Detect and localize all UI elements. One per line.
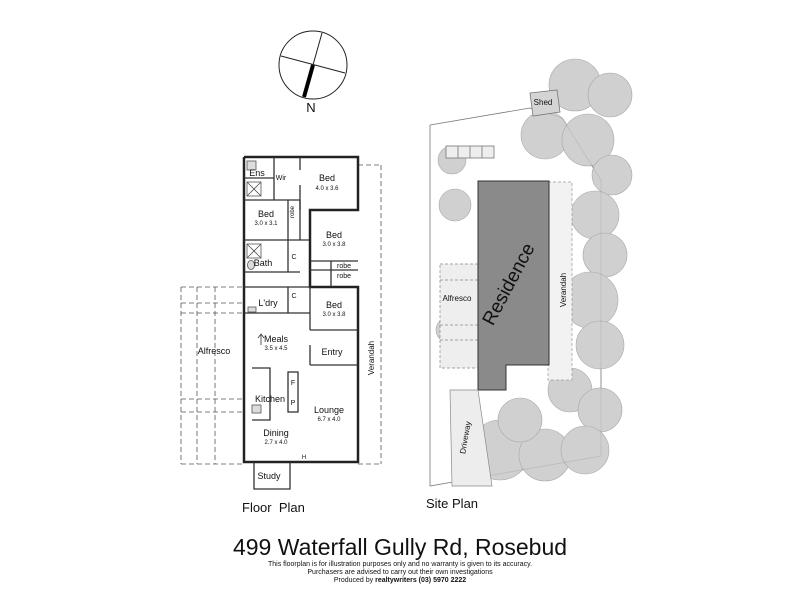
property-address: 499 Waterfall Gully Rd, Rosebud: [232, 534, 568, 560]
room-label-bed: Bed: [326, 230, 342, 240]
room-label-c: C: [291, 293, 296, 300]
room-label-c: C: [291, 254, 296, 261]
site-verandah: [547, 181, 573, 381]
producer-name: realtywriters (03) 5970 2222: [375, 577, 467, 584]
room-label-laundry: L'dry: [258, 298, 278, 308]
room-label-wir: Wir: [276, 175, 287, 182]
room-label-verandah: Verandah: [367, 341, 376, 375]
verandah-outline: [358, 164, 382, 465]
room-label-study: Study: [257, 471, 281, 481]
room-label-fridge: F: [291, 380, 295, 387]
disclaimer-line: Purchasers are advised to carry out thei…: [307, 569, 493, 576]
floor-plan-labels: Ens Wir Bed 4.0 x 3.6 Bed 3.0 x 3.1 robe…: [198, 168, 376, 515]
room-label-dining: Dining: [263, 428, 289, 438]
room-size: 3.0 x 3.8: [322, 312, 346, 318]
site-label-shed: Shed: [534, 98, 553, 107]
room-label-meals: Meals: [264, 334, 289, 344]
room-label-ens: Ens: [249, 168, 265, 178]
site-label-verandah: Verandah: [559, 273, 568, 307]
steps: [445, 145, 495, 159]
trees: [435, 58, 633, 482]
toilet-icon: [247, 260, 255, 270]
room-label-bath: Bath: [254, 258, 273, 268]
producer-credit: Produced by realtywriters (03) 5970 2222: [0, 577, 800, 585]
room-label-kitchen: Kitchen: [255, 394, 285, 404]
room-size: 6.7 x 4.0: [317, 417, 341, 423]
compass-ring: [278, 30, 348, 100]
fixtures: [246, 160, 262, 414]
shed: [529, 89, 561, 117]
disclaimer-line: This floorplan is for illustration purpo…: [267, 561, 533, 568]
produced-by-label: Produced by: [333, 577, 374, 584]
room-label-bed: Bed: [258, 209, 274, 219]
room-label-bed: Bed: [326, 300, 342, 310]
basin-icon: [246, 160, 257, 171]
north-label: N: [306, 100, 315, 115]
site-alfresco: [439, 263, 479, 369]
site-plan: Shed Alfresco Verandah Residence Drivewa…: [426, 58, 633, 511]
alfresco-outline: [180, 286, 245, 465]
floor-plan-title: Floor Plan: [242, 500, 305, 515]
room-size: 4.0 x 3.6: [315, 186, 339, 192]
north-arrow-icon: [302, 64, 315, 98]
room-size: 3.5 x 4.5: [264, 346, 288, 352]
room-size: 3.0 x 3.8: [322, 242, 346, 248]
room-label-bed: Bed: [319, 173, 335, 183]
floor-plan: [180, 155, 382, 490]
shower-icon: [246, 243, 262, 259]
compass: N: [278, 30, 348, 115]
room-size: 3.0 x 3.1: [254, 221, 278, 227]
driveway: [449, 389, 493, 487]
interior-walls: [244, 157, 358, 490]
site-plan-title: Site Plan: [426, 496, 478, 511]
room-label-robe: robe: [290, 205, 296, 218]
cooktop-icon: [251, 404, 262, 414]
room-label-alfresco: Alfresco: [198, 346, 231, 356]
room-label-pantry: P: [291, 400, 296, 407]
tub-icon: [247, 306, 257, 313]
room-label-entry: Entry: [321, 347, 343, 357]
room-label-lounge: Lounge: [314, 405, 344, 415]
compass-cross-line: [312, 32, 323, 66]
room-label-robe: robe: [337, 273, 351, 280]
room-label-heater: H: [302, 455, 306, 461]
shower-icon: [246, 181, 262, 197]
room-label-robe: robe: [337, 263, 351, 270]
site-label-alfresco: Alfresco: [443, 294, 472, 303]
room-size: 2.7 x 4.0: [264, 440, 288, 446]
